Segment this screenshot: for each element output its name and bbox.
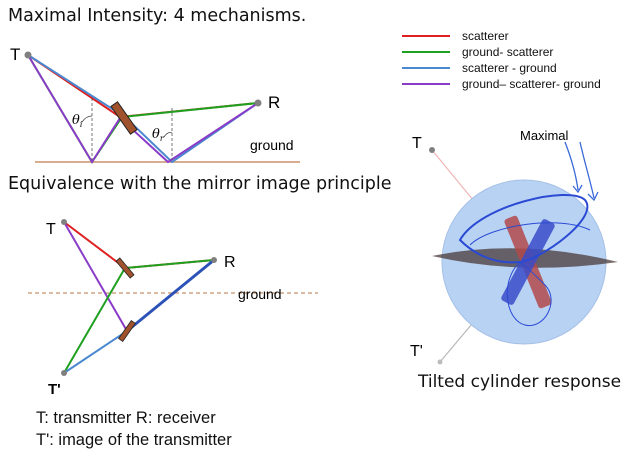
mirror-image-point (61, 370, 67, 376)
legend-item-ground-scatterer: ground- scatterer (402, 44, 601, 60)
legend-label: scatterer (462, 29, 509, 43)
legend-item-scatterer-ground: scatterer - ground (402, 60, 601, 76)
angle-incident-label: θi (72, 113, 83, 129)
caption-line-2: T': image of the transmitter (36, 431, 232, 449)
maximal-arrow-1 (564, 141, 579, 191)
ground-label: ground (250, 137, 294, 153)
sphere-transmitter-point (429, 147, 435, 153)
angle-arc-incident (81, 115, 93, 123)
angle-arc-reflected (163, 132, 173, 138)
legend: scatterer ground- scatterer scatterer - … (402, 28, 601, 92)
transmitter-point (24, 51, 32, 59)
top-diagram: T R ground θi θr (10, 45, 300, 164)
angle-reflected-label: θr (152, 127, 165, 143)
path-scatterer-ground (27, 54, 259, 164)
angle-reflected-theta: θ (152, 127, 160, 142)
legend-label: ground– scatterer- ground (462, 77, 601, 91)
angle-incident-sub: i (80, 120, 83, 129)
scatterer-mirror (118, 319, 136, 343)
receiver-point (254, 99, 262, 107)
mirror-receiver-point (211, 257, 217, 263)
maximal-arrow-2 (579, 141, 595, 199)
radiation-lobe-upper (458, 193, 589, 264)
sphere-image-point (437, 359, 443, 365)
sphere-caption: Tilted cylinder response (418, 372, 622, 392)
mirror-transmitter-point (61, 219, 67, 225)
path-ground-scatterer (27, 54, 259, 164)
mirror-transmitter-label: T (46, 221, 56, 238)
radiation-lobe-lower (506, 261, 552, 326)
angle-incident-theta: θ (72, 113, 80, 128)
transmitter-label: T (10, 45, 20, 64)
legend-label: scatterer - ground (462, 61, 557, 75)
mirror-ground-label: ground (238, 286, 282, 302)
sphere-transmitter-label: T (412, 135, 422, 152)
angle-reflected-sub: r (160, 134, 165, 143)
radiation-loop (469, 222, 591, 246)
mirror-receiver-label: R (224, 254, 236, 271)
scatterer-cylinder (110, 101, 138, 135)
maximal-label: Maximal (520, 128, 569, 143)
receiver-label: R (268, 93, 280, 112)
mirror-path-purple (63, 221, 128, 332)
legend-item-ground-scatterer-ground: ground– scatterer- ground (402, 76, 601, 92)
mirror-image-label: T' (48, 381, 61, 398)
legend-swatch-blue (402, 67, 450, 69)
legend-label: ground- scatterer (462, 45, 554, 59)
section-subtitle: Equivalence with the mirror image princi… (8, 174, 392, 194)
mirror-diagram: T R ground T' (28, 219, 318, 398)
legend-swatch-purple (402, 83, 450, 85)
path-ground-scatterer-ground (27, 54, 259, 164)
sphere-diagram: T T' Maximal (410, 128, 618, 365)
legend-swatch-green (402, 51, 450, 53)
maximal-arrowhead-2 (587, 191, 599, 202)
path-scatterer (27, 54, 259, 119)
maximal-arrowhead-1 (572, 184, 583, 194)
tilted-cylinder-blue (501, 219, 555, 305)
mirror-path-blue-thick (126, 258, 215, 333)
caption-line-1: T: transmitter R: receiver (36, 409, 216, 427)
legend-item-scatterer: scatterer (402, 28, 601, 44)
sphere-image-label: T' (410, 343, 423, 360)
scatterer-upper (115, 257, 135, 279)
page-title: Maximal Intensity: 4 mechanisms. (8, 6, 307, 26)
legend-swatch-red (402, 35, 450, 37)
